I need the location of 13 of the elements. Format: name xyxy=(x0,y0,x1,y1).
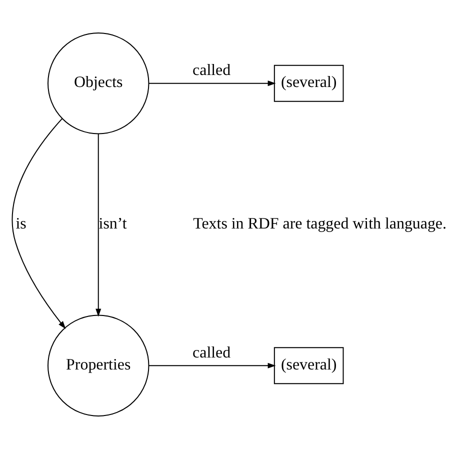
node-box: (several) xyxy=(274,347,344,384)
edge-label: isn’t xyxy=(98,215,127,232)
arrow xyxy=(96,133,102,317)
arrow xyxy=(12,118,66,330)
edge-label: called xyxy=(192,62,231,80)
label: Texts in RDF are tagged with language. xyxy=(193,215,446,232)
arrow xyxy=(148,80,276,86)
node-circle: Objects xyxy=(48,32,150,134)
node-circle: Properties xyxy=(48,314,150,416)
edge-label: is xyxy=(16,215,26,232)
edge-label: called xyxy=(192,344,231,362)
node-box: (several) xyxy=(274,64,344,102)
arrow xyxy=(148,362,276,368)
